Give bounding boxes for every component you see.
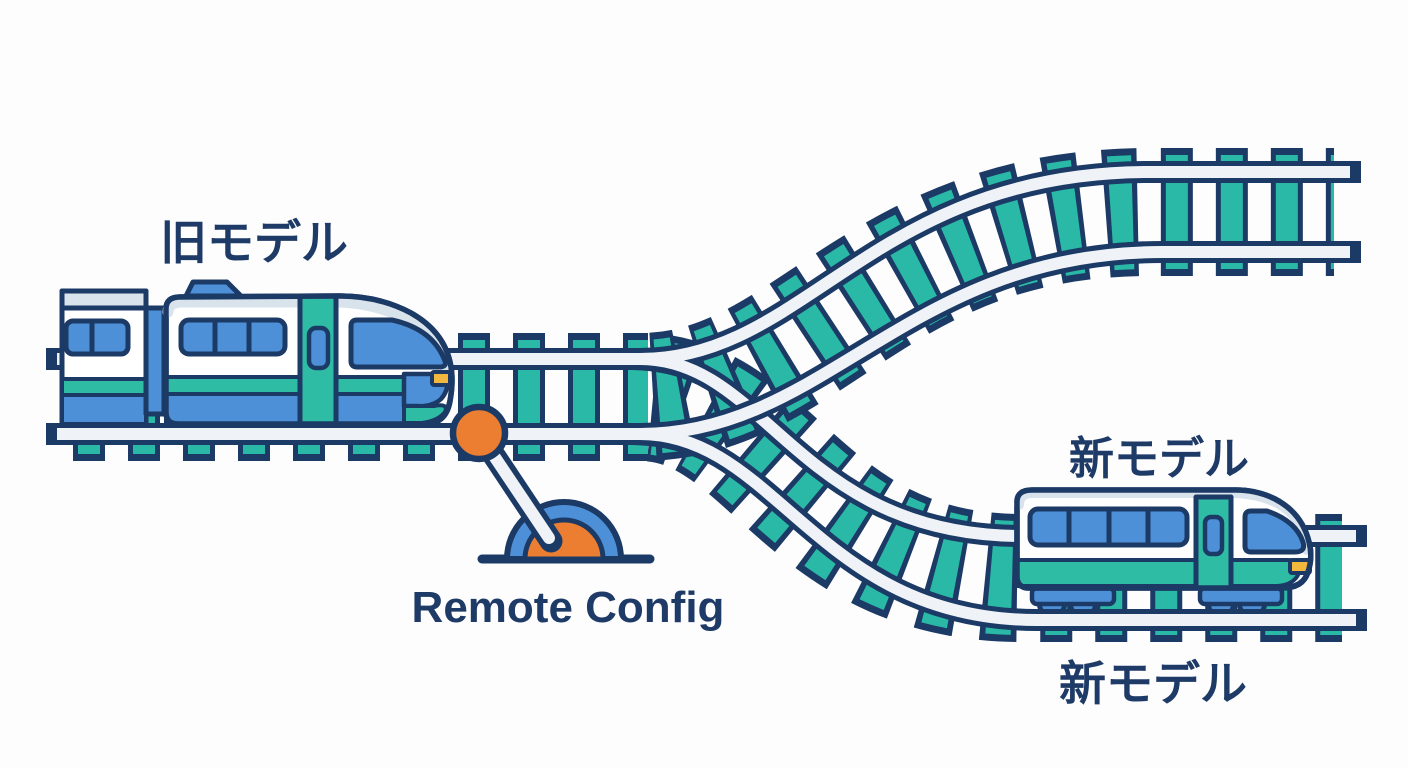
roof-band [59,288,149,311]
new-model-label-bottom: 新モデル [1059,657,1247,710]
old-train-rear-car [59,288,149,437]
teal-stripe [1015,558,1303,588]
remote-config-label: Remote Config [412,583,725,632]
lever-knob [449,403,509,463]
roof-box [183,279,244,299]
windshield [1242,508,1307,555]
rails-front [46,241,1367,631]
teal-stripe [60,377,148,397]
old-model-label: 旧モデル [160,216,348,269]
new-model-label-top: 新モデル [1069,433,1249,484]
windshield [348,317,448,370]
door-window [306,325,331,371]
old-train-front-car [162,279,455,439]
old-model-train [59,279,455,439]
car-coupling [143,305,167,417]
rails-behind [46,161,1367,547]
under-band [60,393,148,426]
side-windows [178,317,288,357]
under-band [164,392,408,426]
door-window [1202,514,1225,557]
teal-stripe [164,375,406,396]
new-model-train [1014,487,1314,619]
side-window [63,318,131,357]
headlight [430,370,452,387]
track-lower-branch-ties [636,333,1342,642]
remote-config-lever [449,403,655,564]
